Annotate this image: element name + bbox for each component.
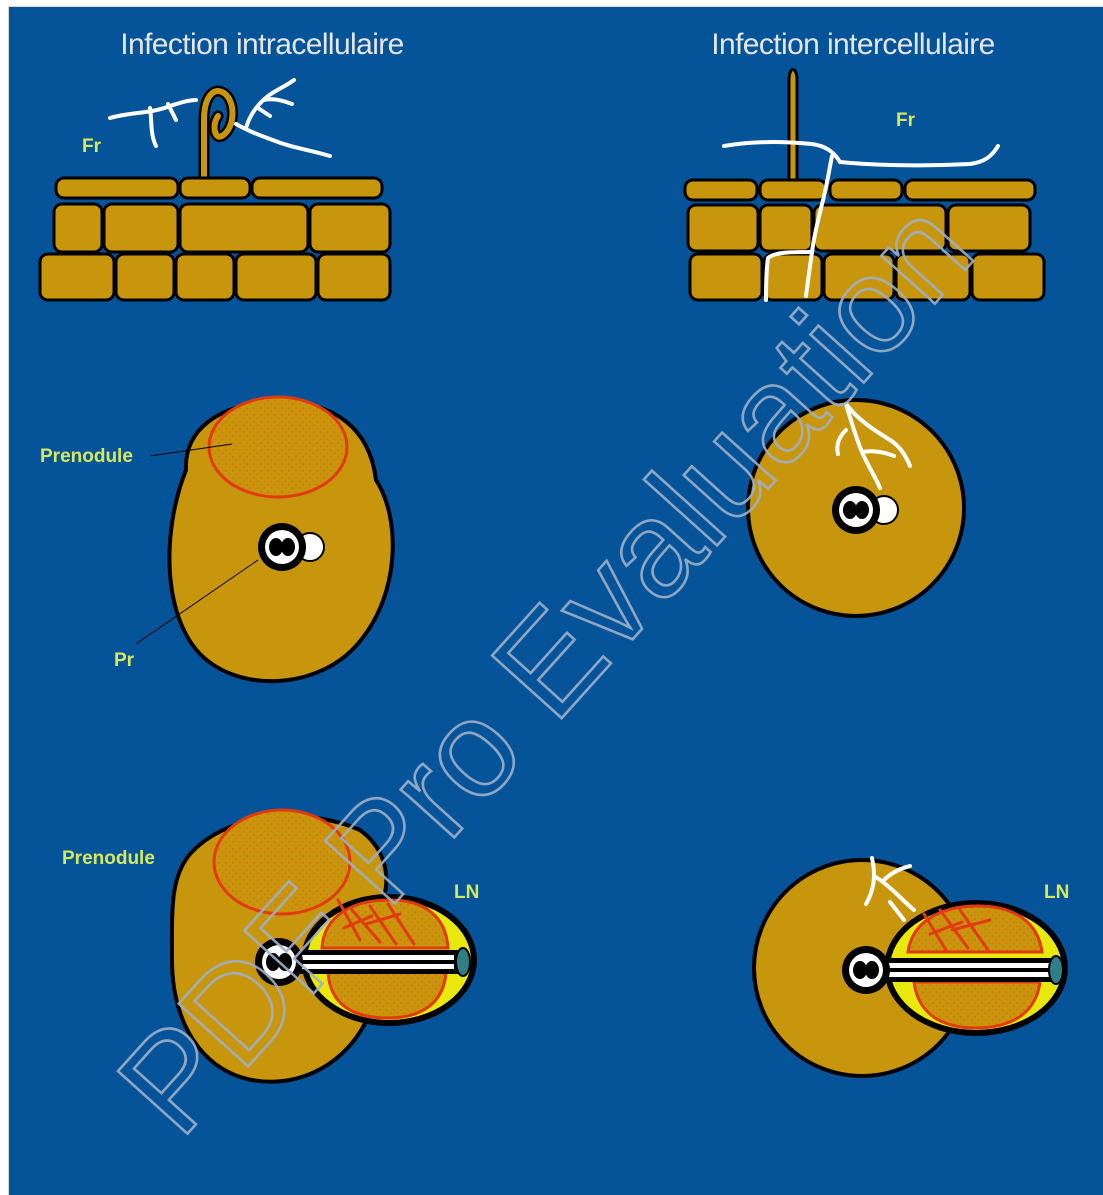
label-pr: Pr [114,650,135,671]
label-ln-left: LN [454,882,479,903]
title-intercellular: Infection intercellulaire [711,28,995,61]
label-prenodule-mid: Prenodule [40,446,133,467]
label-ln-right: LN [1044,882,1069,903]
label-fr-right: Fr [896,110,916,131]
label-prenodule-bottom: Prenodule [62,848,155,869]
prenodule-meristem [209,397,347,497]
nodule-section-right [754,860,1068,1076]
root-epidermis-left [40,91,390,300]
label-fr-left: Fr [82,136,102,157]
title-intracellular: Infection intracellulaire [120,28,404,61]
root-cross-section-left [169,397,392,681]
